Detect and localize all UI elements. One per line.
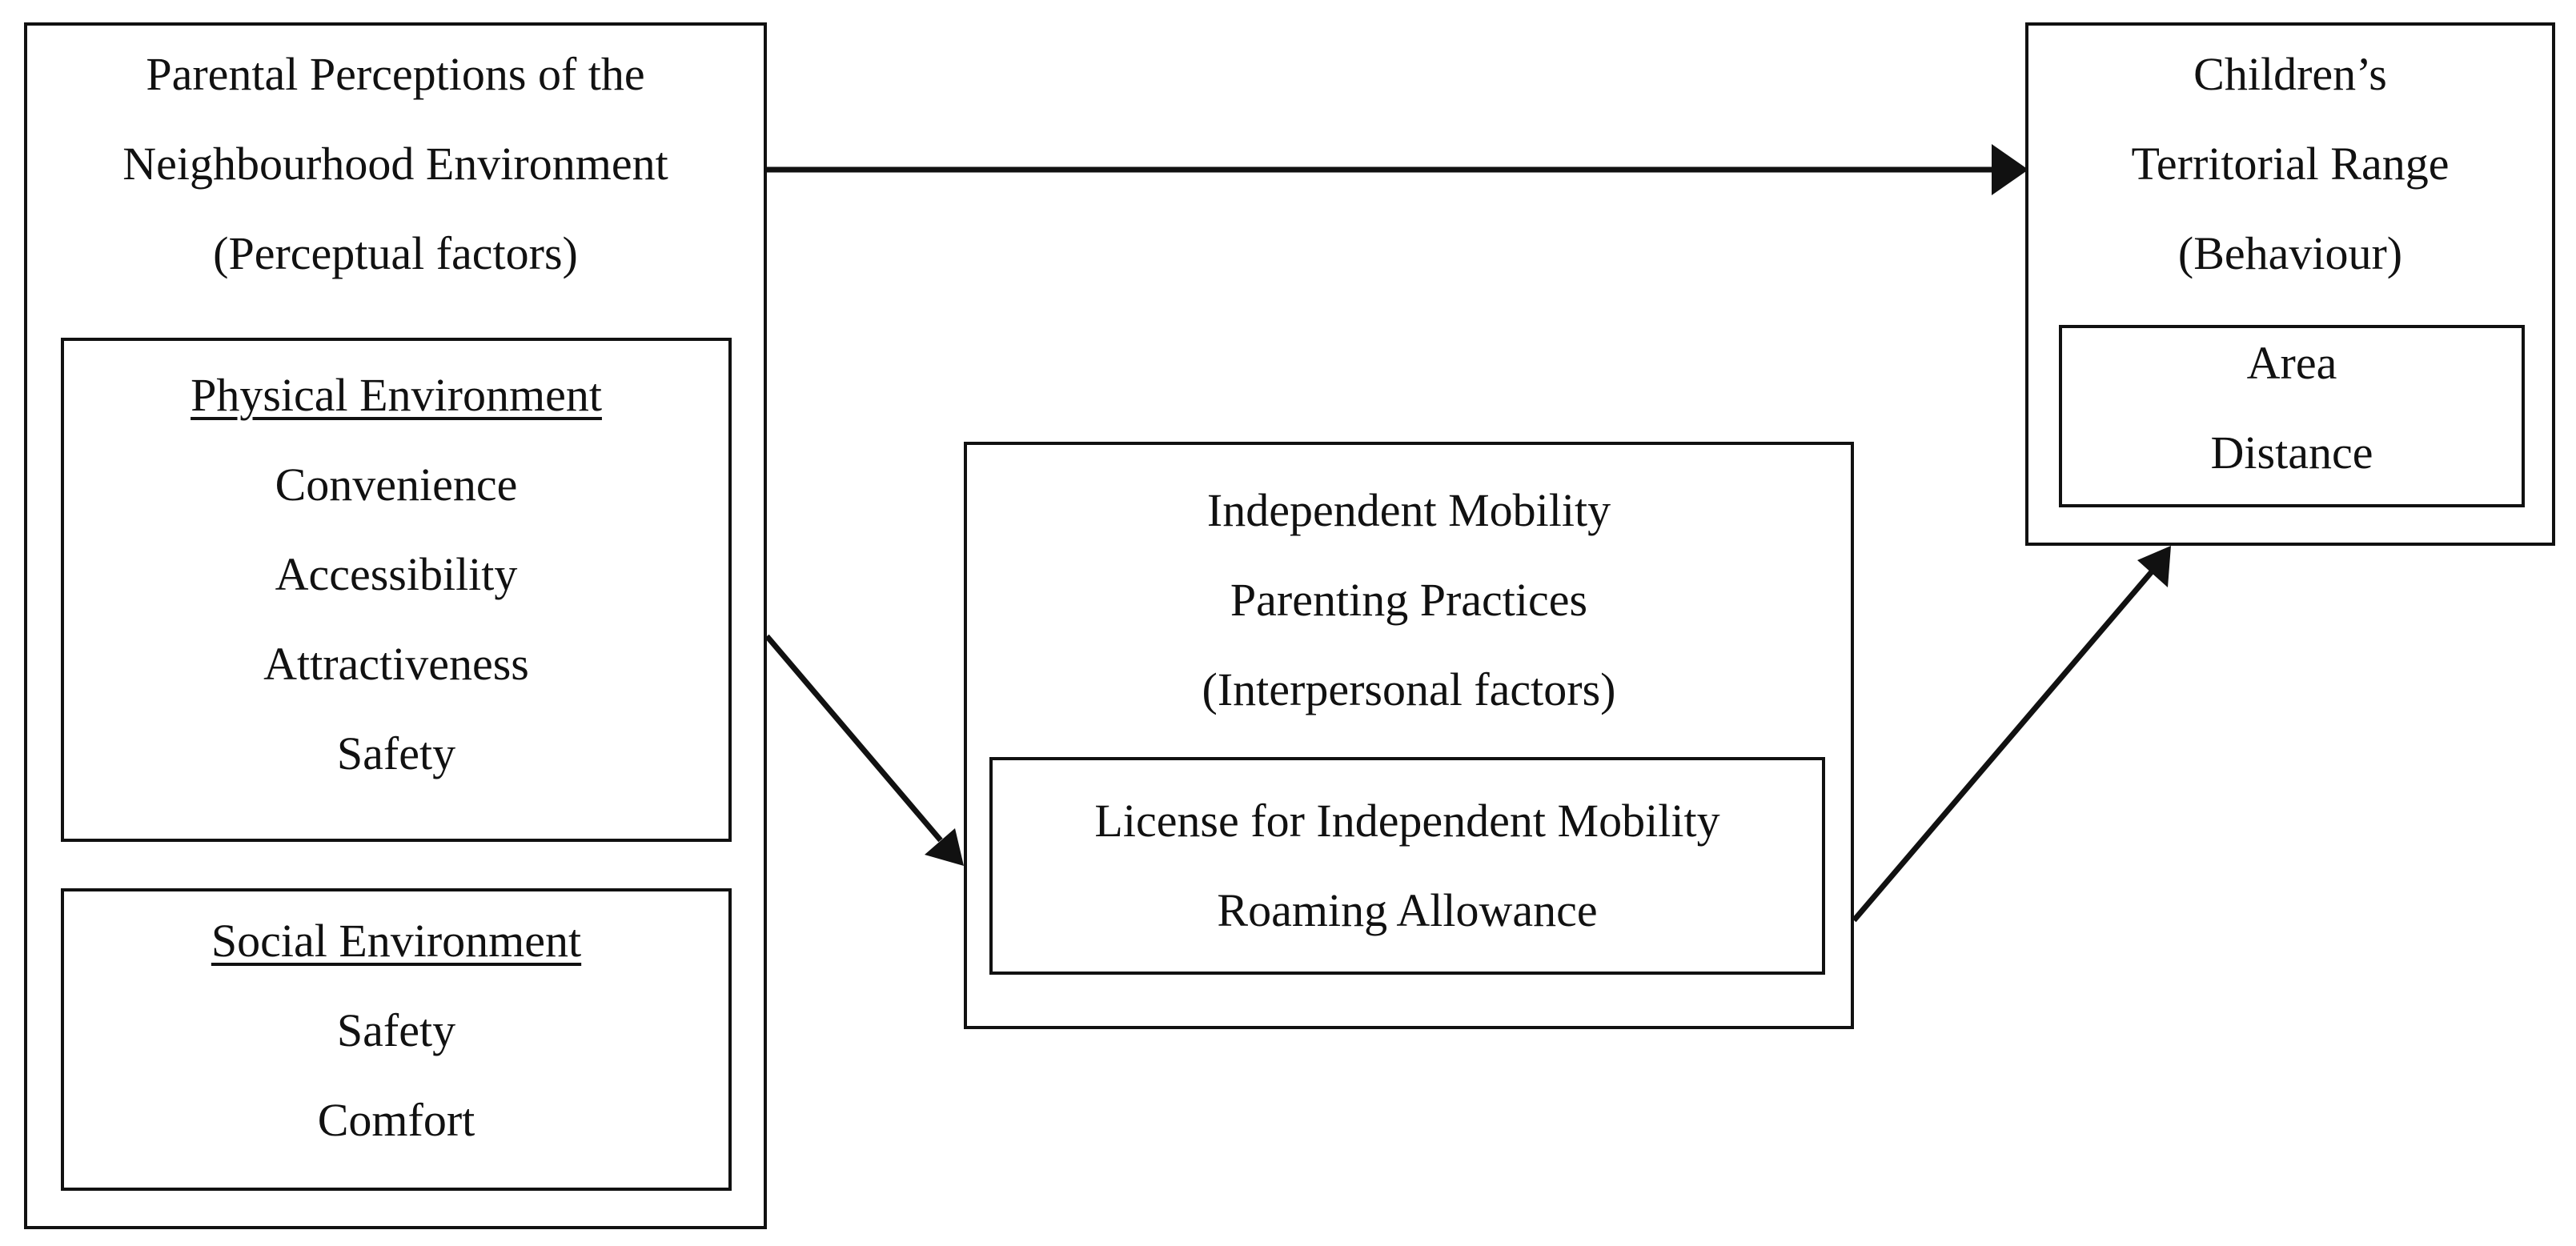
physical-item: Attractiveness	[263, 638, 529, 690]
roaming-item: Roaming Allowance	[1217, 884, 1598, 936]
parenting-practices-box: Independent Mobility Parenting Practices…	[964, 442, 1854, 1029]
parental-perceptions-box: Parental Perceptions of the Neighbourhoo…	[24, 22, 767, 1229]
license-item: License for Independent Mobility	[1094, 795, 1720, 847]
social-environment-heading: Social Environment	[211, 915, 582, 967]
title-line: Neighbourhood Environment	[122, 138, 668, 190]
physical-environment-box: Physical Environment Convenience Accessi…	[61, 338, 732, 842]
physical-item: Convenience	[275, 459, 518, 511]
social-item: Comfort	[317, 1094, 475, 1146]
arrowhead-parenting	[925, 828, 964, 866]
title-line: (Perceptual factors)	[213, 227, 578, 279]
title-line: Parenting Practices	[1230, 574, 1588, 626]
title-line: (Interpersonal factors)	[1202, 663, 1616, 715]
arrow-perceptions-to-parenting	[764, 634, 943, 843]
arrowhead-territorial-lower	[2137, 546, 2171, 587]
parental-perceptions-title: Parental Perceptions of the Neighbourhoo…	[27, 30, 764, 298]
distance-item: Distance	[2210, 427, 2373, 479]
social-item: Safety	[336, 1004, 456, 1056]
arrow-parenting-to-territorial	[1852, 567, 2156, 923]
physical-item: Safety	[336, 727, 456, 779]
social-environment-box: Social Environment Safety Comfort	[61, 888, 732, 1191]
area-item: Area	[2246, 337, 2337, 389]
territorial-range-box: Children’s Territorial Range (Behaviour)…	[2025, 22, 2555, 546]
title-line: Independent Mobility	[1206, 484, 1611, 536]
title-line: Territorial Range	[2131, 138, 2450, 190]
title-line: Children’s	[2193, 48, 2387, 100]
title-line: Parental Perceptions of the	[146, 48, 645, 100]
area-distance-box: Area Distance	[2059, 325, 2525, 507]
license-roaming-box: License for Independent Mobility Roaming…	[989, 757, 1825, 975]
physical-environment-heading: Physical Environment	[191, 369, 602, 421]
arrowhead-territorial	[1992, 144, 2028, 195]
physical-item: Accessibility	[275, 548, 518, 600]
title-line: (Behaviour)	[2177, 227, 2403, 279]
